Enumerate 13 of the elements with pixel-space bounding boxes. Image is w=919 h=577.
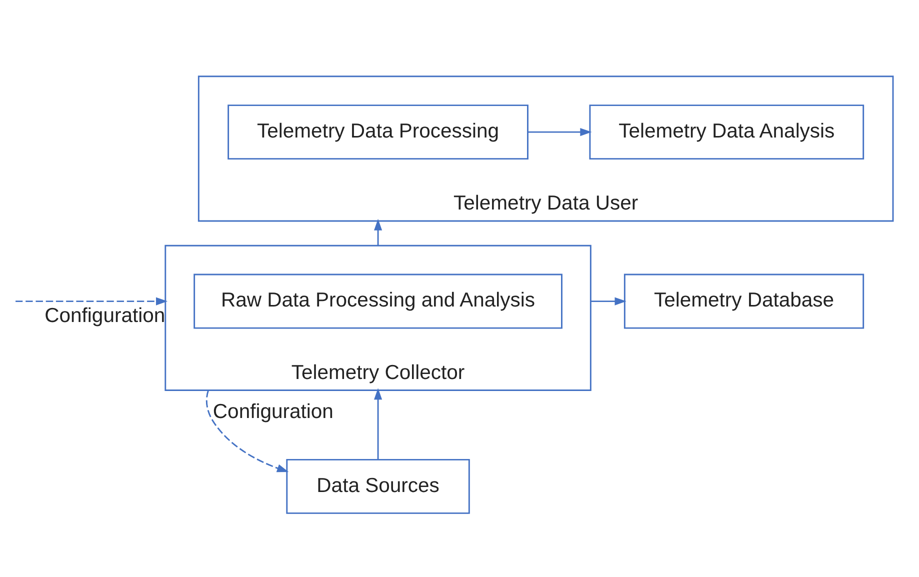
arrow xyxy=(374,218,382,246)
node-box: Raw Data Processing and Analysis xyxy=(194,273,562,328)
arrow xyxy=(528,128,592,136)
arrow xyxy=(206,390,289,472)
arrow xyxy=(16,296,168,305)
arrow xyxy=(590,296,626,305)
node-box: Telemetry Data Analysis xyxy=(589,104,864,160)
node-box: Telemetry Database xyxy=(624,273,864,328)
node-box: Data Sources xyxy=(286,458,470,514)
node-box: Telemetry Data Processing xyxy=(228,104,528,160)
arrow xyxy=(374,388,382,460)
edge-label: Configuration xyxy=(44,304,166,326)
edge-label: Configuration xyxy=(212,400,334,423)
